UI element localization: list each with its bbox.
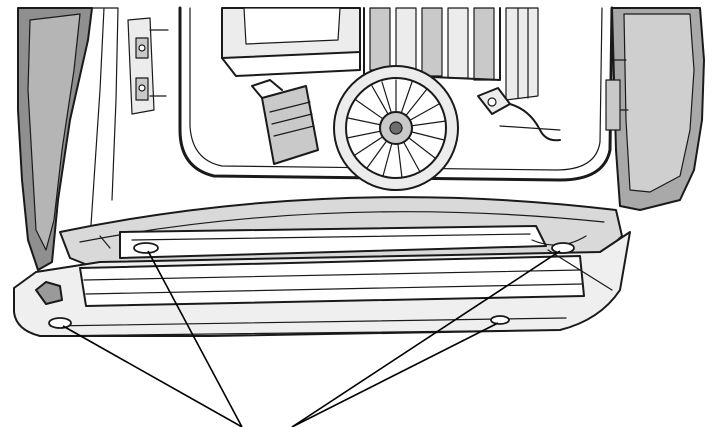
mounting-hole-front-left	[48, 317, 72, 329]
mounting-holes	[48, 242, 575, 329]
callout-leaders	[62, 250, 561, 427]
base-plate	[59, 196, 623, 271]
bottom-tray	[13, 231, 631, 337]
ignitor-assembly	[251, 79, 319, 165]
right-channel	[505, 7, 539, 101]
combustion-fan	[333, 65, 459, 191]
mounting-hole-front-right	[490, 315, 510, 325]
mounting-hole-rear-right	[551, 242, 575, 254]
leader-line-2	[147, 250, 243, 427]
mounting-hole-rear-left	[133, 242, 159, 254]
leader-line-3	[291, 250, 561, 427]
upper-housing	[221, 7, 361, 77]
right-side-panel	[605, 7, 705, 211]
left-bracket	[127, 17, 169, 115]
sensor-clip	[477, 87, 561, 142]
leader-line-1	[62, 325, 243, 427]
leader-line-4	[291, 322, 499, 427]
left-side-panel	[17, 7, 119, 271]
